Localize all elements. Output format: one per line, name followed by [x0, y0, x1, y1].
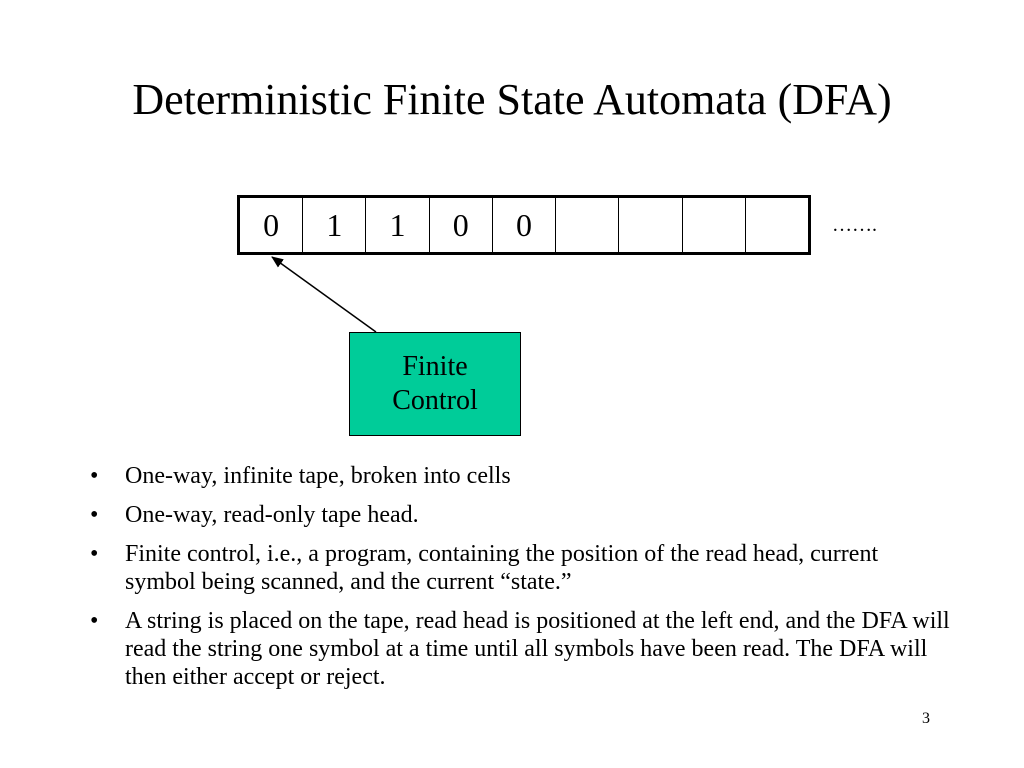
tape-cell	[556, 198, 620, 252]
tape-cell	[683, 198, 746, 252]
finite-control-box: Finite Control	[349, 332, 521, 436]
bullet-glyph: •	[90, 463, 99, 489]
tape-continuation: …….	[832, 214, 877, 236]
page-number: 3	[922, 710, 930, 727]
tape-cell: 0	[430, 198, 493, 252]
tape-cell: 0	[493, 198, 557, 252]
tape-cell: 1	[303, 198, 367, 252]
bullet-text: One-way, read-only tape head.	[125, 502, 419, 528]
bullet-glyph: •	[90, 502, 99, 528]
bullet-text: One-way, infinite tape, broken into cell…	[125, 463, 511, 489]
read-head-arrow-line	[271, 256, 377, 333]
bullet-text: A string is placed on the tape, read hea…	[125, 608, 950, 690]
bullet-item: • A string is placed on the tape, read h…	[90, 607, 950, 691]
bullet-glyph: •	[90, 608, 99, 634]
tape-cell	[619, 198, 683, 252]
tape: 0 1 1 0 0	[237, 195, 811, 255]
tape-cell: 0	[240, 198, 304, 252]
tape-cell: 1	[366, 198, 430, 252]
finite-control-label-line1: Finite	[402, 351, 468, 382]
tape-cell	[746, 198, 808, 252]
bullet-item: • Finite control, i.e., a program, conta…	[90, 540, 950, 596]
slide-title: Deterministic Finite State Automata (DFA…	[132, 75, 892, 124]
bullet-item: • One-way, read-only tape head.	[90, 501, 950, 529]
bullet-glyph: •	[90, 541, 99, 567]
finite-control-label-line2: Control	[392, 385, 478, 416]
bullet-text: Finite control, i.e., a program, contain…	[125, 541, 879, 595]
bullet-list: • One-way, infinite tape, broken into ce…	[90, 462, 950, 702]
bullet-item: • One-way, infinite tape, broken into ce…	[90, 462, 950, 490]
